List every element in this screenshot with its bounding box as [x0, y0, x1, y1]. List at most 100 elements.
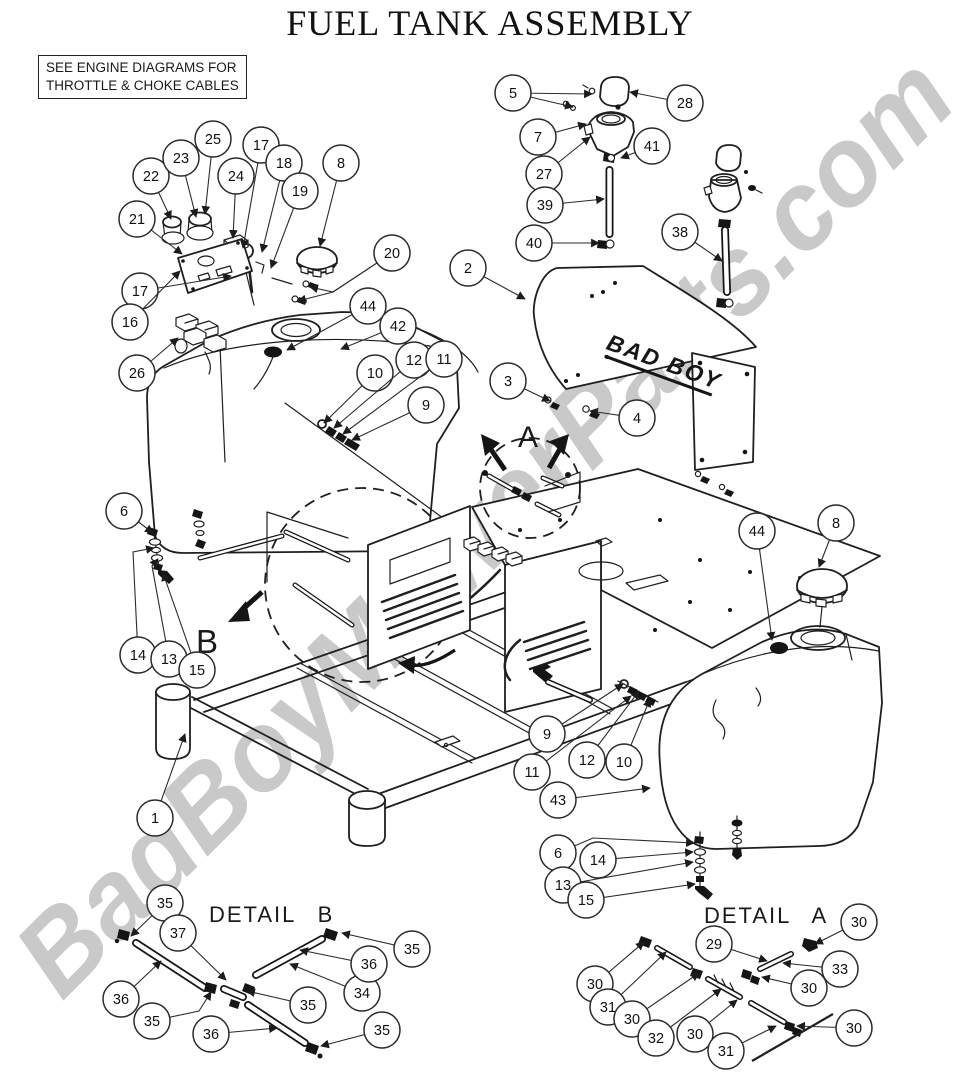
- callout-25: 25: [194, 120, 232, 215]
- callout-number: 35: [404, 942, 420, 958]
- callout-16: 16: [111, 270, 181, 341]
- callout-leader: [531, 695, 632, 773]
- callout-leader: [297, 252, 393, 304]
- callout-number: 5: [509, 86, 517, 102]
- callout-33: 33: [782, 950, 859, 988]
- callout-14: 14: [119, 545, 157, 674]
- callout-44: 44: [286, 287, 387, 351]
- callout-14: 14: [579, 841, 694, 879]
- callout-balloon: [356, 354, 394, 392]
- callout-29: 29: [695, 925, 768, 963]
- callout-balloon: [579, 841, 617, 879]
- callout-23: 23: [162, 139, 200, 218]
- callout-balloon: [637, 1019, 675, 1057]
- harness-terminal-row: [463, 536, 523, 567]
- fuel-valve-assembly: [703, 144, 763, 308]
- callout-balloon: [821, 950, 859, 988]
- fuel-cap-right: [796, 568, 848, 608]
- wiring-harness: [174, 313, 227, 375]
- callout-1: 1: [136, 733, 187, 837]
- callout-5: 5: [494, 74, 593, 112]
- callout-15: 15: [567, 880, 696, 919]
- callout-number: 17: [132, 284, 148, 300]
- callout-number: 35: [374, 1023, 390, 1039]
- callout-number: 14: [130, 648, 146, 664]
- callout-10: 10: [605, 698, 652, 781]
- callout-42: 42: [340, 307, 417, 351]
- callout-35: 35: [246, 986, 327, 1024]
- callout-3: 3: [489, 362, 551, 402]
- callout-number: 30: [801, 981, 817, 997]
- fuel-cap-left: [296, 246, 338, 278]
- callout-number: 25: [205, 132, 221, 148]
- callout-number: 35: [144, 1014, 160, 1030]
- callout-balloon: [425, 340, 463, 378]
- callout-9: 9: [351, 386, 445, 441]
- callout-17: 17: [121, 272, 232, 310]
- callout-number: 34: [354, 986, 370, 1002]
- callout-11: 11: [513, 695, 632, 791]
- callout-number: 17: [253, 138, 269, 154]
- callout-15: 15: [161, 572, 216, 689]
- callout-number: 16: [122, 315, 138, 331]
- callout-36: 36: [102, 960, 162, 1018]
- engine-deck: [367, 468, 881, 713]
- callout-31: 31: [707, 1025, 777, 1070]
- callout-number: 21: [129, 212, 145, 228]
- callout-number: 6: [120, 504, 128, 520]
- callout-8: 8: [817, 504, 855, 568]
- callout-number: 3: [504, 374, 512, 390]
- callout-39: 39: [526, 186, 605, 224]
- callout-number: 32: [648, 1031, 664, 1047]
- callout-number: 11: [524, 765, 539, 781]
- callout-4: 4: [589, 399, 656, 437]
- callout-number: 36: [361, 957, 377, 973]
- callout-balloon: [281, 172, 319, 210]
- callout-balloon: [118, 354, 156, 392]
- callout-35: 35: [133, 991, 212, 1040]
- callout-number: 24: [228, 169, 244, 185]
- callout-leader: [562, 859, 694, 886]
- callout-19: 19: [269, 172, 319, 269]
- callout-leader: [342, 358, 445, 435]
- callout-balloon: [322, 144, 360, 182]
- callout-35: 35: [341, 930, 431, 968]
- callout-balloon: [513, 753, 551, 791]
- callout-balloon: [133, 1002, 171, 1040]
- view-a-arrow-left: [481, 434, 508, 472]
- callout-21: 21: [118, 200, 183, 255]
- view-b-curved-arrow: [398, 648, 456, 674]
- callout-balloon: [707, 1032, 745, 1070]
- callout-balloon: [373, 234, 411, 272]
- callout-balloon: [528, 715, 566, 753]
- callout-number: 26: [129, 366, 145, 382]
- callout-18: 18: [259, 144, 303, 253]
- callout-11: 11: [342, 340, 463, 435]
- callout-27: 27: [525, 136, 591, 193]
- callout-number: 9: [543, 727, 551, 743]
- detail-a-drawing: [638, 936, 834, 1062]
- callout-number: 27: [536, 167, 552, 183]
- callout-24: 24: [217, 157, 255, 239]
- callout-balloon: [407, 386, 445, 424]
- callout-number: 28: [677, 96, 693, 112]
- callout-balloon: [666, 84, 704, 122]
- callout-balloon: [289, 986, 327, 1024]
- note-box: SEE ENGINE DIAGRAMS FOR THROTTLE & CHOKE…: [38, 55, 247, 100]
- callout-10: 10: [323, 354, 394, 424]
- callout-number: 15: [578, 893, 594, 909]
- callout-20: 20: [297, 234, 411, 304]
- view-a-letter: A: [518, 421, 538, 454]
- callout-30: 30: [761, 969, 828, 1007]
- callout-number: 12: [579, 753, 595, 769]
- callout-30: 30: [814, 903, 878, 945]
- callout-7: 7: [519, 118, 587, 156]
- callout-number: 11: [436, 352, 451, 368]
- detail-b-label: DETAIL B: [209, 902, 334, 927]
- callout-number: 36: [113, 992, 129, 1008]
- callout-2: 2: [449, 249, 526, 300]
- callout-leader: [149, 558, 170, 660]
- callout-balloon: [162, 139, 200, 177]
